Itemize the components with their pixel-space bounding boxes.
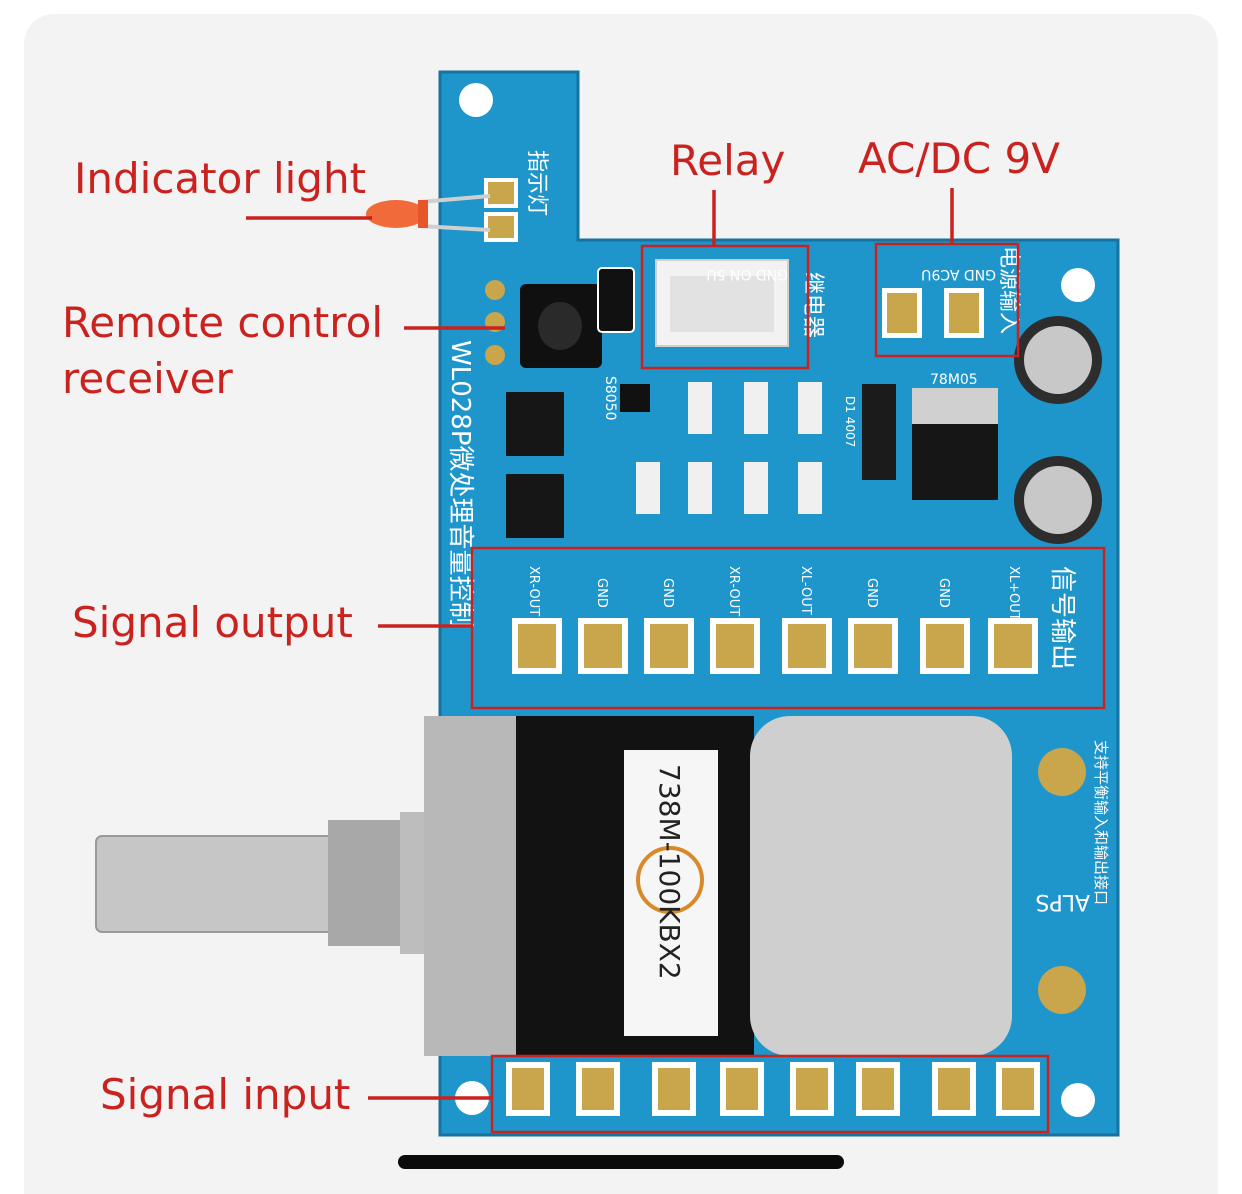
signal-output-label: Signal output xyxy=(72,598,353,647)
signal-input-pads xyxy=(506,1062,1040,1116)
output-pin-label: GND xyxy=(936,578,951,608)
alps-text: ALPS xyxy=(1035,889,1090,914)
model-text: WL028P微处理音量控制 xyxy=(445,340,475,628)
indicator-light-label: Indicator light xyxy=(74,154,367,203)
s8050-transistor xyxy=(597,267,635,333)
output-pin-label: GND xyxy=(864,578,879,608)
output-pin-label: XL+OUT xyxy=(1006,566,1021,621)
indicator-led xyxy=(366,194,491,232)
annotation-boxes xyxy=(470,242,1106,1134)
signal-input-label: Signal input xyxy=(100,1070,351,1119)
mounting-hole xyxy=(459,83,493,117)
transistor-sot xyxy=(620,384,650,412)
output-cn-text: 信号输出 xyxy=(1047,566,1077,670)
acdc-label: AC/DC 9V xyxy=(858,134,1060,183)
ir-receiver xyxy=(485,280,602,368)
mounting-hole xyxy=(1061,1083,1095,1117)
voltage-regulator xyxy=(912,388,998,500)
relay-connector xyxy=(655,259,789,347)
relay-label: Relay xyxy=(670,136,786,185)
output-pin-label: XR-OUT xyxy=(726,566,741,616)
output-pin-label: GND xyxy=(594,578,609,608)
diode-text: D1 4007 xyxy=(843,396,857,447)
relay-pins-text: GND ON 5U xyxy=(706,266,788,282)
relay-cn-text: 继电器 xyxy=(800,272,825,338)
remote-control-label: Remote control xyxy=(62,298,383,347)
mounting-hole xyxy=(1061,268,1095,302)
annotation-lines xyxy=(246,188,954,1100)
led-pads xyxy=(484,178,518,242)
output-pin-labels: XR-OUT GND GND XR-OUT XL-OUT GND GND XL+… xyxy=(526,566,1021,621)
transistor-text: S8050 xyxy=(602,376,618,421)
input-box xyxy=(490,1054,1050,1134)
output-pin-label: GND xyxy=(660,578,675,608)
ic-chips xyxy=(506,392,564,538)
output-pin-label: XR-OUT xyxy=(526,566,541,616)
receiver-label: receiver xyxy=(62,354,233,403)
relay-box xyxy=(640,244,810,370)
electrolytic-capacitor xyxy=(1014,316,1102,544)
smd-resistors xyxy=(636,382,822,514)
output-box xyxy=(470,546,1106,710)
motorized-potentiometer xyxy=(95,716,1086,1056)
power-pins-text: GND AC9U xyxy=(921,266,996,282)
power-box xyxy=(874,242,1020,358)
side-cn-text: 支持平衡输入和输出接口 xyxy=(1092,740,1110,905)
regulator-text: 78M05 xyxy=(930,372,978,388)
pot-label-text: 738M-100KBX2 xyxy=(653,764,686,980)
led-cn-text: 指示灯 xyxy=(524,150,549,216)
output-pin-label: XL-OUT xyxy=(798,566,813,615)
power-pads xyxy=(882,288,984,338)
diode xyxy=(862,384,896,480)
home-indicator[interactable] xyxy=(398,1155,844,1169)
signal-output-pads xyxy=(512,618,1038,674)
